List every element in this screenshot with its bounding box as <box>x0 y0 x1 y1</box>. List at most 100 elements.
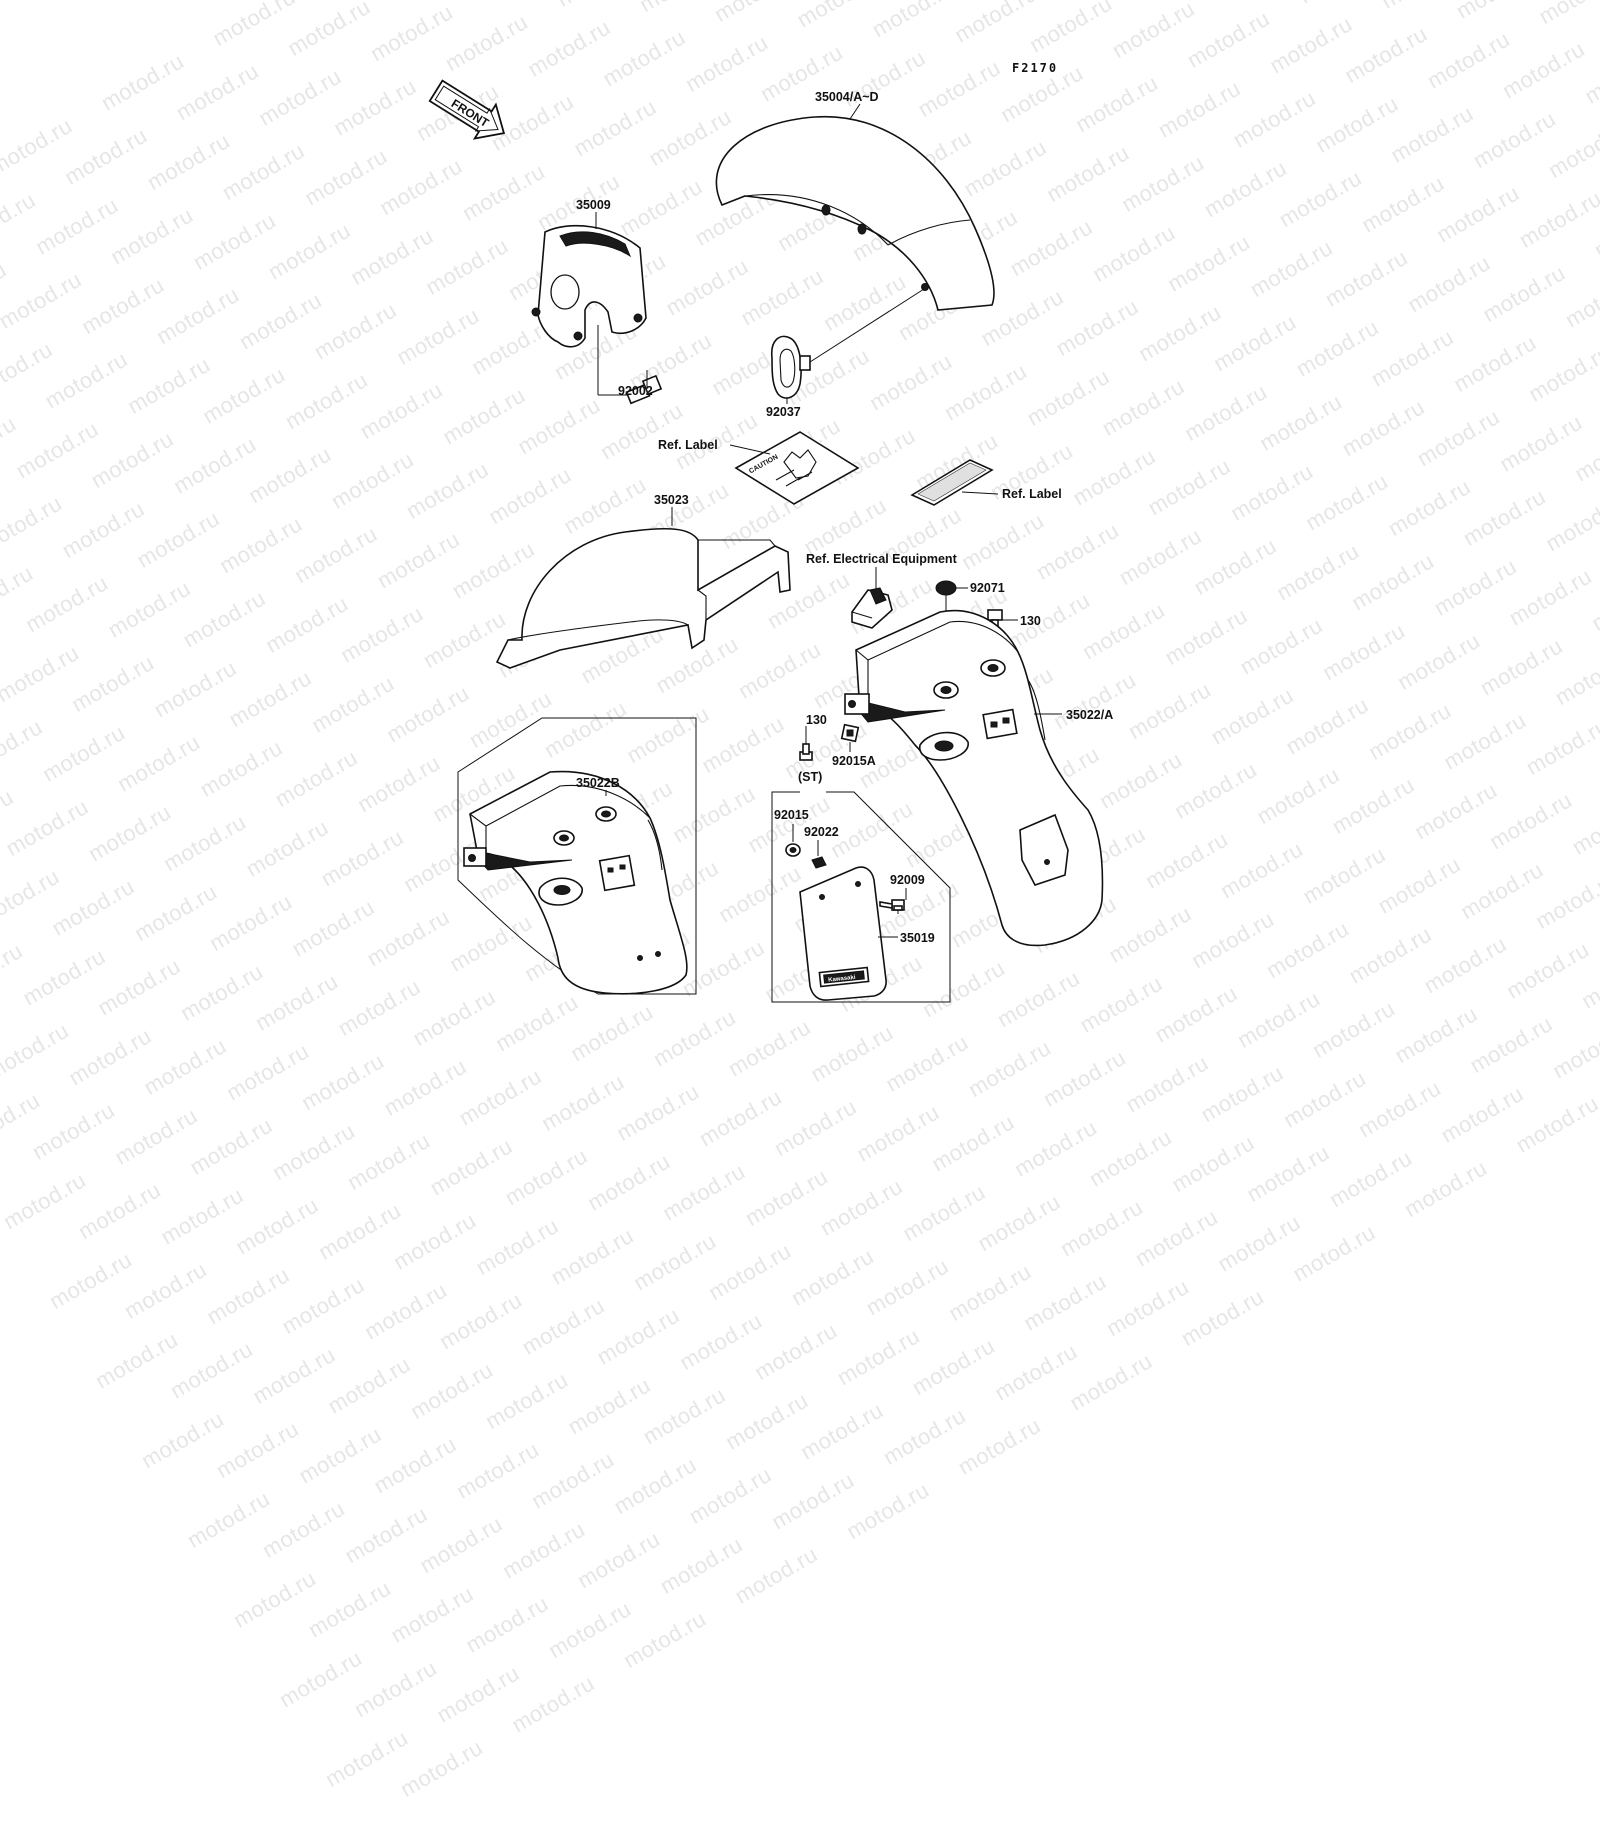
watermark-text: motod.ru <box>861 1253 953 1321</box>
watermark-text: motod.ru <box>406 1357 498 1425</box>
watermark-text: motod.ru <box>1176 1283 1269 1351</box>
watermark-text: motod.ru <box>303 1575 396 1643</box>
watermark-text: motod.ru <box>340 1501 432 1569</box>
watermark-text: motod.ru <box>842 1477 934 1545</box>
inner-fender-part <box>495 527 791 669</box>
watermark-text: motod.ru <box>228 1565 321 1633</box>
watermark-text: motod.ru <box>619 1605 711 1673</box>
warning-strip-label-part <box>910 459 994 506</box>
watermark-text: motod.ru <box>481 1366 573 1434</box>
watermark-text: motod.ru <box>182 1485 275 1553</box>
diagram-code: F2170 <box>1012 61 1058 75</box>
watermark-text: motod.ru <box>1101 1273 1194 1342</box>
watermark-text: motod.ru <box>546 1222 638 1290</box>
watermark-text: motod.ru <box>452 1436 544 1504</box>
watermark-text: motod.ru <box>1019 1268 1111 1336</box>
label-92037: 92037 <box>766 405 801 419</box>
watermark-text: motod.ru <box>165 1336 258 1404</box>
watermark-text: motod.ru <box>395 1734 488 1802</box>
watermark-text: motod.ru <box>360 1277 452 1345</box>
watermark-text: motod.ru <box>257 1495 350 1563</box>
watermark-text: motod.ru <box>990 1338 1082 1406</box>
washer-92022-part <box>811 856 827 869</box>
watermark-text: motod.ru <box>527 1446 619 1514</box>
label-ref-label-1: Ref. Label <box>658 438 718 452</box>
watermark-text: motod.ru <box>119 1256 212 1324</box>
watermark-text: motod.ru <box>202 1262 294 1330</box>
label-92022: 92022 <box>804 825 839 839</box>
watermark-text: motod.ru <box>294 1421 386 1489</box>
watermark-text: motod.ru <box>1288 1219 1380 1287</box>
watermark-text: motod.ru <box>44 1246 137 1314</box>
watermark-text: motod.ru <box>675 1307 767 1375</box>
rear-fender-35022b-box <box>457 717 697 995</box>
watermark-text: motod.ru <box>704 1238 796 1306</box>
watermark-text: motod.ru <box>415 1510 507 1579</box>
screw-92009-part <box>879 899 905 914</box>
watermark-text: motod.ru <box>498 1516 590 1584</box>
front-fender-part <box>715 115 995 311</box>
mud-flap-logo: Kawasaki <box>828 975 856 984</box>
label-35019: 35019 <box>900 931 935 945</box>
label-ref-electrical-equipment: Ref. Electrical Equipment <box>806 552 958 566</box>
watermark-text: motod.ru <box>471 1212 563 1281</box>
watermark-text: motod.ru <box>90 1326 183 1394</box>
watermark-text: motod.ru <box>323 1351 415 1419</box>
watermark-text: motod.ru <box>907 1332 999 1401</box>
watermark-text: motod.ru <box>544 1596 636 1664</box>
watermark-text: motod.ru <box>944 1258 1036 1326</box>
watermark-text: motod.ru <box>750 1317 842 1385</box>
watermark-text: motod.ru <box>461 1590 553 1658</box>
watermark-text: motod.ru <box>211 1416 304 1484</box>
label-92009: 92009 <box>890 873 925 887</box>
watermark-text: motod.ru <box>277 1271 369 1340</box>
label-35009: 35009 <box>576 198 611 212</box>
label-130-upper: 130 <box>1020 614 1041 628</box>
watermark-text: motod.ru <box>369 1431 461 1499</box>
label-92002: 92002 <box>618 384 653 398</box>
label-130-lower: 130 <box>806 713 827 727</box>
nut-92015a-part <box>840 723 860 743</box>
label-ref-label-2: Ref. Label <box>1002 487 1062 501</box>
watermark-text: motod.ru <box>349 1655 442 1723</box>
label-92015: 92015 <box>774 808 809 822</box>
watermark-text: motod.ru <box>684 1461 776 1529</box>
label-35023: 35023 <box>654 493 689 507</box>
watermark-text: motod.ru <box>832 1323 924 1391</box>
watermark-text: motod.ru <box>389 1207 481 1275</box>
watermark-text: motod.ru <box>517 1292 609 1360</box>
watermark-text: motod.ru <box>638 1382 730 1450</box>
watermark-text: motod.ru <box>609 1451 701 1520</box>
bolt-130-lower-part <box>799 726 813 761</box>
watermark-text: motod.ru <box>796 1397 888 1465</box>
watermark-text: motod.ru <box>314 1197 406 1265</box>
watermark-text: motod.ru <box>320 1724 413 1792</box>
watermark-text: motod.ru <box>248 1341 340 1409</box>
watermark-text: motod.ru <box>786 1243 878 1311</box>
watermark-text: motod.ru <box>878 1402 970 1470</box>
rear-fender-35022a-part <box>844 609 1104 947</box>
grommet-92037-part <box>770 288 925 399</box>
caution-label-part: CAUTION <box>734 431 860 505</box>
watermark-text: motod.ru <box>655 1531 747 1599</box>
label-35022a: 35022/A <box>1066 708 1113 722</box>
label-st: (ST) <box>798 770 822 784</box>
watermark-text: motod.ru <box>721 1387 813 1455</box>
watermark-text: motod.ru <box>592 1302 684 1370</box>
watermark-text: motod.ru <box>563 1372 655 1440</box>
watermark-text: motod.ru <box>629 1228 721 1296</box>
label-35004: 35004/A~D <box>815 90 879 104</box>
watermark-text: motod.ru <box>767 1467 859 1535</box>
label-92015a: 92015A <box>832 754 876 768</box>
headlight-cover-part <box>531 224 647 348</box>
st-kit-box <box>771 791 951 1003</box>
watermark-text: motod.ru <box>730 1541 822 1609</box>
watermark-text: motod.ru <box>953 1412 1045 1480</box>
electrical-equipment-part <box>851 587 893 629</box>
label-92071: 92071 <box>970 581 1005 595</box>
watermark-text: motod.ru <box>1130 1204 1223 1272</box>
watermark-text: motod.ru <box>1213 1209 1305 1277</box>
rear-fender-35022b-part <box>463 770 688 995</box>
label-35022b: 35022B <box>576 776 620 790</box>
